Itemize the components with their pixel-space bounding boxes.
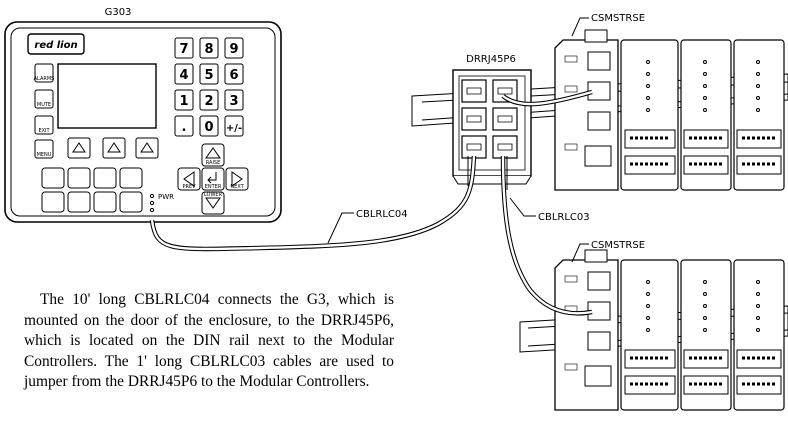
label-drrj45p6: DRRJ45P6	[466, 54, 516, 65]
key-plus-minus: +/-	[226, 123, 242, 134]
key-4: 4	[179, 68, 188, 83]
key-6: 6	[229, 68, 238, 83]
drrj45p6-block	[452, 69, 532, 185]
key-decimal: .	[182, 120, 187, 135]
cables	[149, 89, 593, 316]
modular-controller-rack-bottom	[554, 249, 785, 411]
nav-key-next: NEXT	[230, 184, 244, 190]
label-csmstrse-top: CSMSTRSE	[591, 13, 645, 24]
key-5: 5	[204, 68, 213, 83]
side-key-mute: MUTE	[37, 102, 51, 108]
label-cblrlc04: CBLRLC04	[356, 209, 408, 220]
key-7: 7	[179, 42, 188, 57]
leader-lines	[327, 17, 589, 263]
key-0: 0	[204, 120, 213, 135]
label-g303: G303	[105, 7, 132, 18]
label-cblrlc03: CBLRLC03	[538, 212, 590, 223]
side-key-menu: MENU	[37, 152, 52, 158]
side-key-exit: EXIT	[38, 128, 50, 134]
g303-key-labels: 7 8 9 4 5 6 1 2 3 . 0 +/- red lion ALARM…	[34, 40, 245, 201]
label-csmstrse-bottom: CSMSTRSE	[591, 240, 645, 251]
key-9: 9	[229, 42, 238, 57]
key-1: 1	[179, 94, 188, 109]
caption-paragraph: The 10' long CBLRLC04 connects the G3, w…	[24, 291, 394, 390]
side-key-alarms: ALARMS	[34, 76, 55, 82]
key-2: 2	[204, 94, 213, 109]
key-3: 3	[229, 94, 238, 109]
nav-key-prev: PREV	[182, 184, 196, 190]
g303-panel	[4, 21, 282, 223]
nav-key-enter: ENTER	[205, 184, 222, 190]
pwr-label: PWR	[158, 193, 174, 201]
g3-logo-text: red lion	[34, 40, 77, 51]
key-8: 8	[204, 42, 213, 57]
modular-controller-rack-top	[554, 29, 785, 191]
nav-key-raise: RAISE	[206, 160, 221, 166]
nav-key-lower: LOWER	[204, 192, 223, 198]
